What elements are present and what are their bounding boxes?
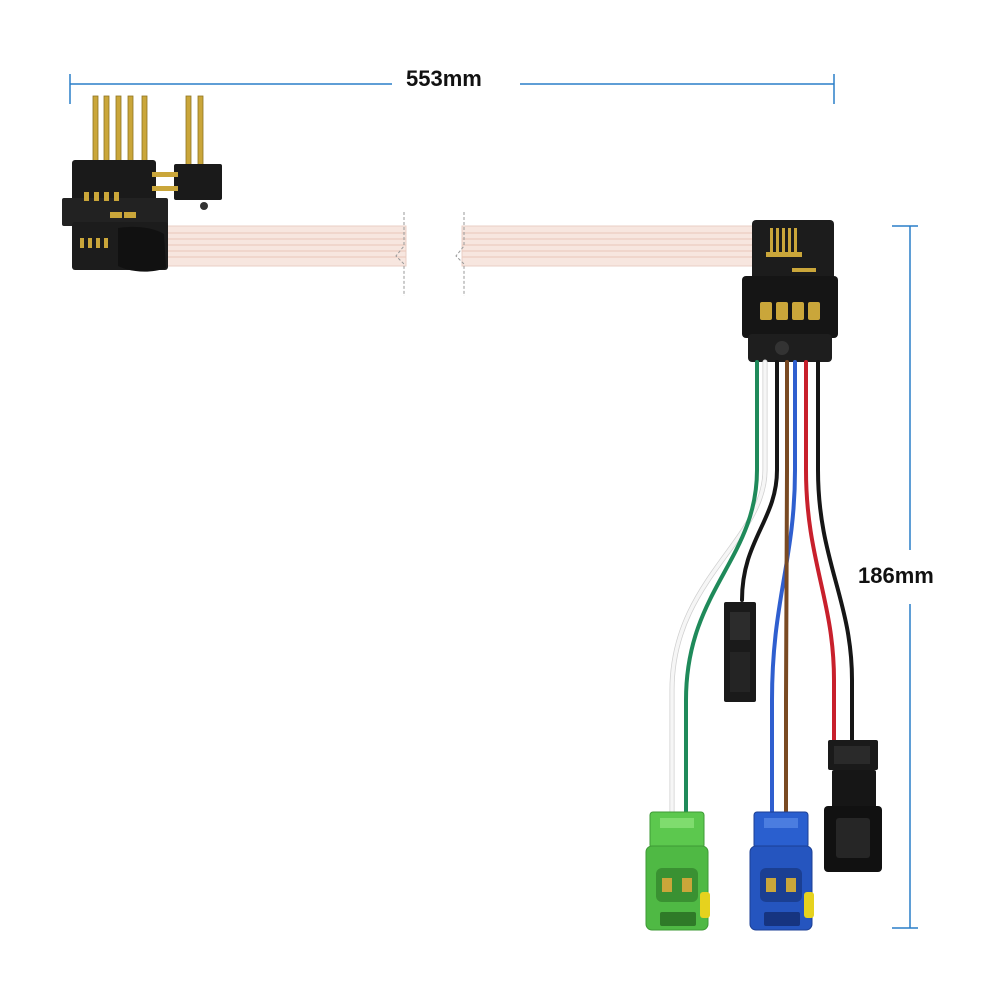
wire-black-a	[740, 360, 779, 602]
wire-black-b	[816, 360, 854, 742]
height-dimension-label: 186mm	[858, 563, 934, 588]
width-dimension-label: 553mm	[406, 66, 482, 91]
blue-airbag-connector	[749, 811, 814, 931]
height-dimension-line	[892, 225, 918, 929]
wire-red	[804, 360, 836, 742]
width-dimension-line	[69, 74, 835, 104]
wire-blue	[770, 360, 797, 814]
wire-green	[684, 360, 759, 814]
wire-bundle	[669, 359, 854, 815]
black-plug-connector	[824, 740, 882, 872]
ribbon-cable-left	[149, 212, 407, 296]
inline-black-connector	[724, 602, 756, 702]
ribbon-cable-right	[455, 212, 755, 296]
right-connector-block	[742, 220, 838, 362]
wire-brown	[784, 360, 789, 814]
left-pin-connector	[62, 95, 222, 272]
green-airbag-connector	[645, 811, 710, 931]
